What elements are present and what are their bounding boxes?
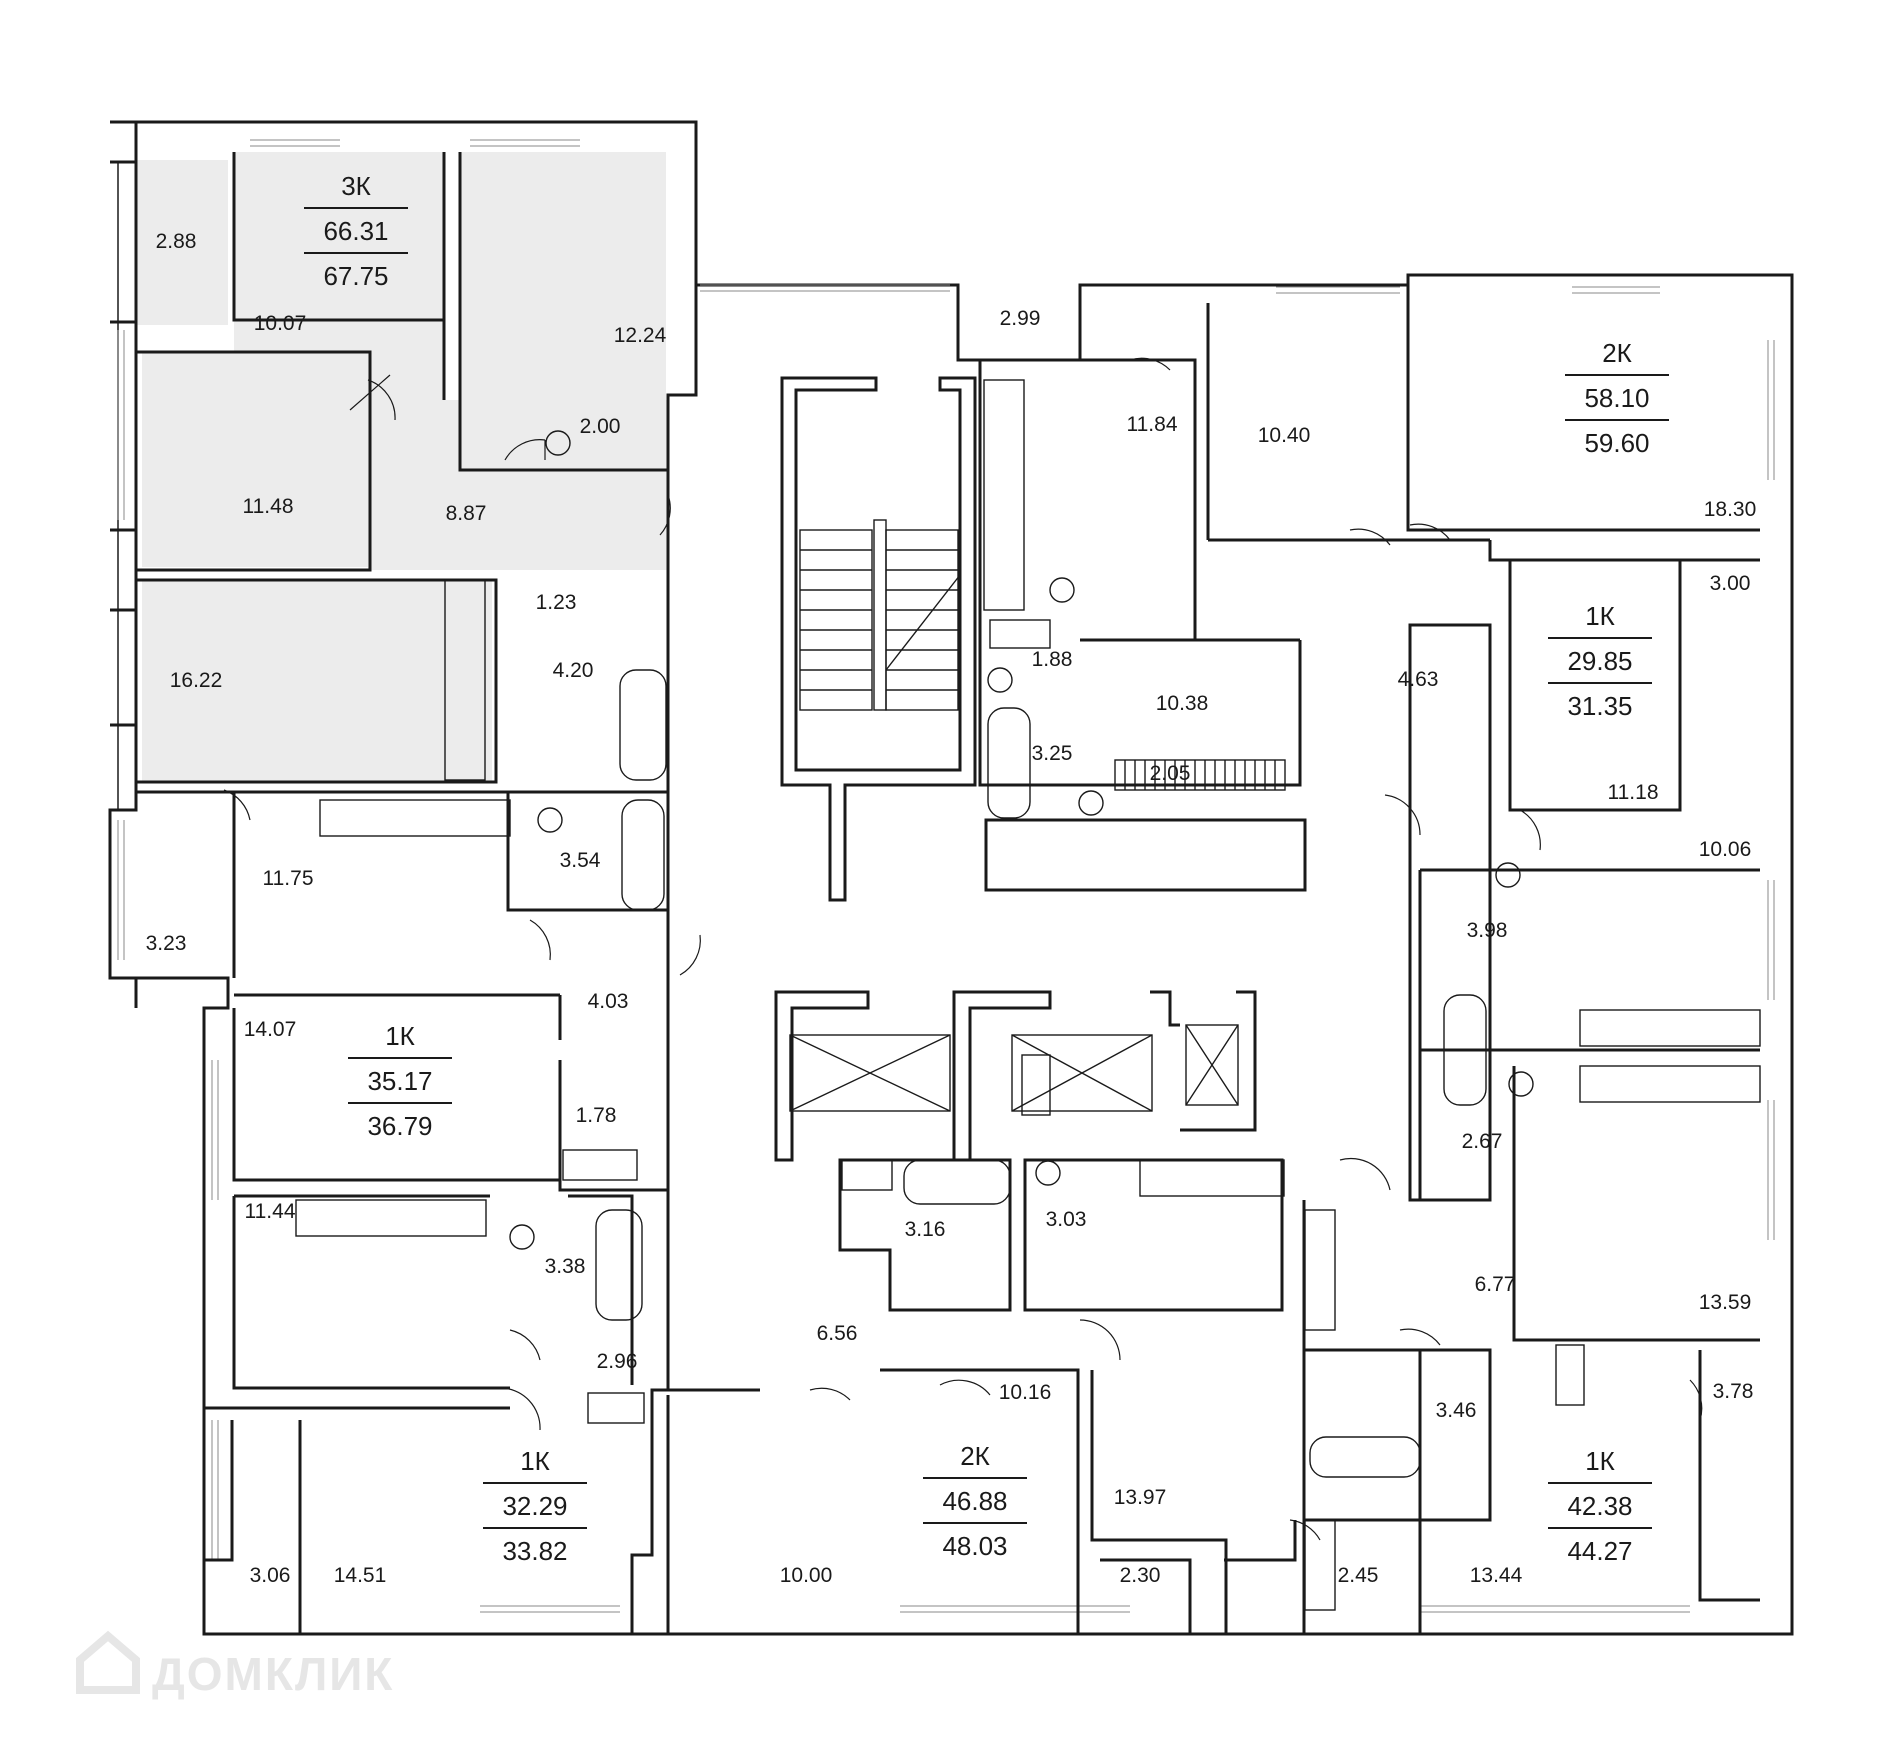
room-area-label: 3.98 — [1467, 919, 1508, 942]
kitchen-counters — [295, 379, 1761, 1237]
room-area-label: 2.00 — [580, 415, 621, 438]
room-area-label: 6.77 — [1475, 1273, 1516, 1296]
room-area-label: 2.30 — [1120, 1564, 1161, 1587]
room-area-label: 11.84 — [1127, 413, 1178, 436]
apartment-type: 1К — [1585, 1446, 1615, 1476]
room-area-label: 2.45 — [1338, 1564, 1379, 1587]
apartment-label-a1k-left-bottom: 1К 32.29 33.82 — [483, 1446, 587, 1566]
apartment-living: 35.17 — [367, 1066, 432, 1096]
apartment-label-a1k-right-top: 1К 29.85 31.35 — [1548, 601, 1652, 721]
apartment-type: 1К — [385, 1021, 415, 1051]
apartment-total: 59.60 — [1584, 428, 1649, 458]
room-area-label: 10.07 — [254, 312, 307, 335]
room-area-label: 18.30 — [1704, 498, 1757, 521]
room-area-label: 4.63 — [1398, 668, 1439, 691]
room-area-label: 10.06 — [1699, 838, 1752, 861]
apartment-living: 42.38 — [1567, 1491, 1632, 1521]
apartment-living: 58.10 — [1584, 383, 1649, 413]
apartment-living: 29.85 — [1567, 646, 1632, 676]
room-area-label: 3.06 — [250, 1564, 291, 1587]
room-area-label: 6.56 — [817, 1322, 858, 1345]
room-area-label: 3.46 — [1436, 1399, 1477, 1422]
doors — [223, 357, 1703, 1541]
room-area-label: 10.00 — [780, 1564, 833, 1587]
apartment-label-a2k-bottom: 2К 46.88 48.03 — [923, 1441, 1027, 1561]
apartment-type: 2К — [1602, 338, 1632, 368]
room-area-label: 3.25 — [1032, 742, 1073, 765]
watermark-logo: ДОМКЛИК — [76, 1630, 394, 1700]
apartment-label-a2k-top: 2К 58.10 59.60 — [1565, 338, 1669, 458]
apartment-total: 44.27 — [1567, 1536, 1632, 1566]
room-area-label: 3.54 — [560, 849, 601, 872]
exterior-walls — [108, 120, 1794, 1636]
room-area-label: 3.78 — [1713, 1380, 1754, 1403]
room-area-label: 12.24 — [614, 324, 667, 347]
fixtures — [509, 430, 1585, 1478]
apartment-labels: 3К 66.31 67.75 2К 58.10 59.60 1К 29.85 31.35 1К 35… — [304, 171, 1669, 1566]
stair-core — [780, 376, 977, 902]
shaded-apartment-3k — [136, 152, 668, 782]
room-area-label: 3.38 — [545, 1255, 586, 1278]
room-area-label: 3.03 — [1046, 1208, 1087, 1231]
apartment-label-a1k-left-mid: 1К 35.17 36.79 — [348, 1021, 452, 1141]
apartment-living: 46.88 — [942, 1486, 1007, 1516]
room-area-label: 10.38 — [1156, 692, 1209, 715]
apartment-type: 3К — [341, 171, 371, 201]
watermark-text: ДОМКЛИК — [152, 1648, 394, 1700]
apartment-label-a3k: 3К 66.31 67.75 — [304, 171, 408, 291]
windows — [117, 139, 1775, 1613]
room-area-label: 2.05 — [1150, 762, 1191, 785]
room-area-label: 1.88 — [1032, 648, 1073, 671]
room-area-label: 3.23 — [146, 932, 187, 955]
apartment-label-a1k-right-bottom: 1К 42.38 44.27 — [1548, 1446, 1652, 1566]
closets — [562, 759, 1336, 1611]
interior-walls-left — [134, 152, 668, 1634]
room-area-label: 4.03 — [588, 990, 629, 1013]
apartment-total: 31.35 — [1567, 691, 1632, 721]
room-area-label: 11.48 — [243, 495, 294, 518]
room-area-label: 13.44 — [1470, 1564, 1523, 1587]
room-area-label: 13.97 — [1114, 1486, 1167, 1509]
room-area-label: 2.99 — [1000, 307, 1041, 330]
room-area-label: 10.40 — [1258, 424, 1311, 447]
room-area-label: 14.51 — [334, 1564, 387, 1587]
apartment-total: 67.75 — [323, 261, 388, 291]
room-area-label: 2.88 — [156, 230, 197, 253]
room-area-label: 13.59 — [1699, 1291, 1752, 1314]
interior-walls-right — [978, 285, 1760, 1634]
room-area-label: 2.96 — [597, 1350, 638, 1373]
room-area-label: 1.23 — [536, 591, 577, 614]
apartment-type: 2К — [960, 1441, 990, 1471]
room-area-label: 4.20 — [553, 659, 594, 682]
room-area-label: 16.22 — [170, 669, 223, 692]
room-area-label: 8.87 — [446, 502, 487, 525]
room-area-label: 14.07 — [244, 1018, 297, 1041]
apartment-type: 1К — [1585, 601, 1615, 631]
room-area-label: 3.00 — [1710, 572, 1751, 595]
room-area-label: 10.16 — [999, 1381, 1052, 1404]
apartment-living: 66.31 — [323, 216, 388, 246]
apartment-total: 48.03 — [942, 1531, 1007, 1561]
apartment-total: 36.79 — [367, 1111, 432, 1141]
room-area-label: 11.44 — [245, 1200, 296, 1223]
apartment-total: 33.82 — [502, 1536, 567, 1566]
apartment-living: 32.29 — [502, 1491, 567, 1521]
room-area-labels: 2.88 10.07 12.24 2.00 11.48 8.87 1.23 16.22 4.20… — [146, 230, 1757, 1587]
house-icon — [76, 1630, 140, 1694]
elevators — [774, 990, 1257, 1162]
room-area-label: 11.18 — [1608, 781, 1659, 804]
room-area-label: 1.78 — [576, 1104, 617, 1127]
room-area-label: 3.16 — [905, 1218, 946, 1241]
interior-walls-center — [666, 638, 1307, 1634]
room-area-label: 2.67 — [1462, 1130, 1503, 1153]
apartment-type: 1К — [520, 1446, 550, 1476]
room-area-label: 11.75 — [263, 867, 314, 890]
